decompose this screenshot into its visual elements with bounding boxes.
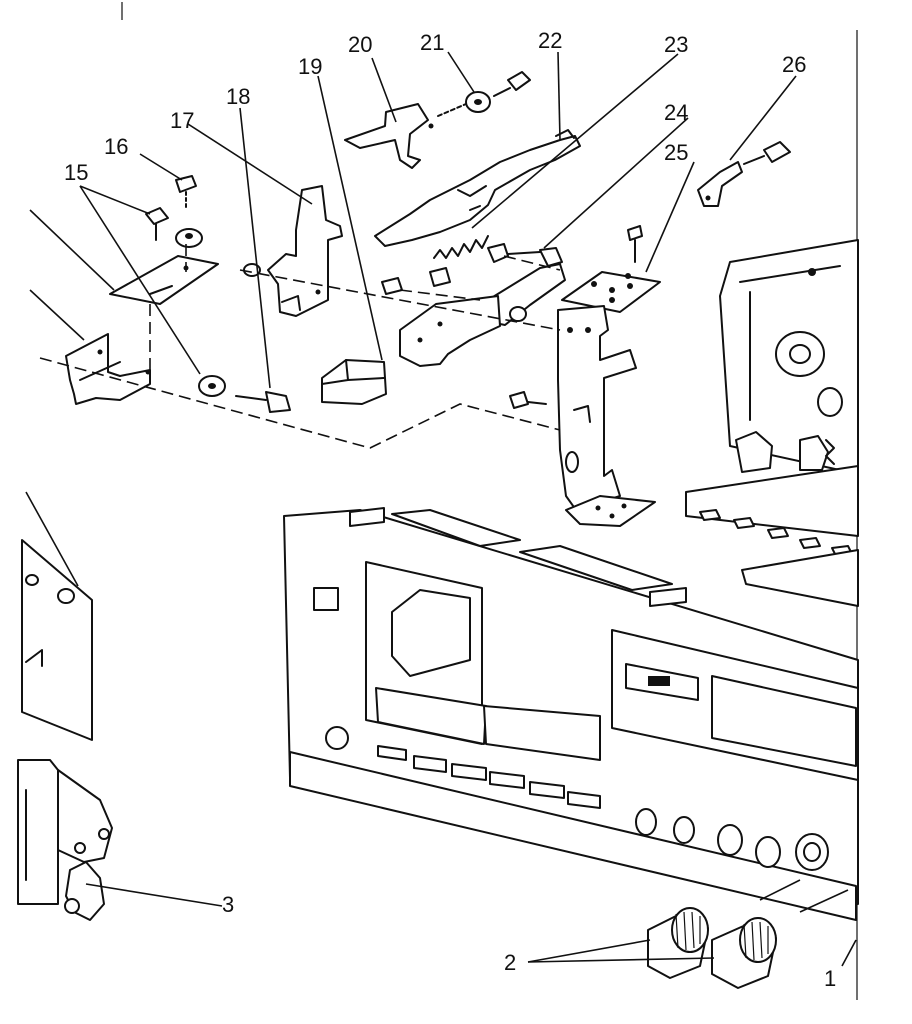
callout-16: 16 bbox=[104, 134, 128, 159]
callout-21: 21 bbox=[420, 30, 444, 55]
callout-17: 17 bbox=[170, 108, 194, 133]
callout-2: 2 bbox=[504, 950, 516, 975]
callout-20: 20 bbox=[348, 32, 372, 57]
callout-25: 25 bbox=[664, 140, 688, 165]
part-25-chassis-bracket bbox=[557, 225, 661, 527]
callout-24: 24 bbox=[664, 100, 688, 125]
callout-3: 3 bbox=[222, 892, 234, 917]
part-26-clip bbox=[697, 141, 791, 207]
part-22-slide-plate bbox=[374, 129, 581, 247]
callout-labels: 20 21 22 23 24 25 26 19 18 17 16 15 3 2 … bbox=[64, 28, 836, 991]
left-bracket bbox=[65, 333, 151, 405]
callout-26: 26 bbox=[782, 52, 806, 77]
front-jacks bbox=[635, 808, 829, 871]
assembly-lines bbox=[39, 244, 561, 449]
part-17-bracket bbox=[243, 185, 343, 317]
callout-1: 1 bbox=[824, 966, 836, 991]
front-buttons bbox=[377, 745, 601, 809]
part-2-knobs bbox=[647, 907, 777, 989]
part-24-bracket bbox=[487, 243, 566, 326]
callout-22: 22 bbox=[538, 28, 562, 53]
part-19-block bbox=[321, 359, 387, 405]
part-23-spring bbox=[433, 235, 489, 259]
part-15-screw-plate bbox=[109, 207, 219, 305]
callout-19: 19 bbox=[298, 54, 322, 79]
left-circuit-board bbox=[21, 539, 93, 741]
leader-lines bbox=[25, 51, 857, 967]
callout-18: 18 bbox=[226, 84, 250, 109]
part-16-screw bbox=[175, 175, 203, 248]
part-18-screw bbox=[198, 375, 291, 413]
front-panel bbox=[283, 507, 859, 921]
part-20-lever bbox=[344, 103, 434, 169]
callout-15: 15 bbox=[64, 160, 88, 185]
tape-mechanism bbox=[685, 239, 859, 607]
part-3-gear-assembly bbox=[17, 759, 113, 921]
callout-23: 23 bbox=[664, 32, 688, 57]
part-21-washer-screw bbox=[437, 71, 531, 117]
